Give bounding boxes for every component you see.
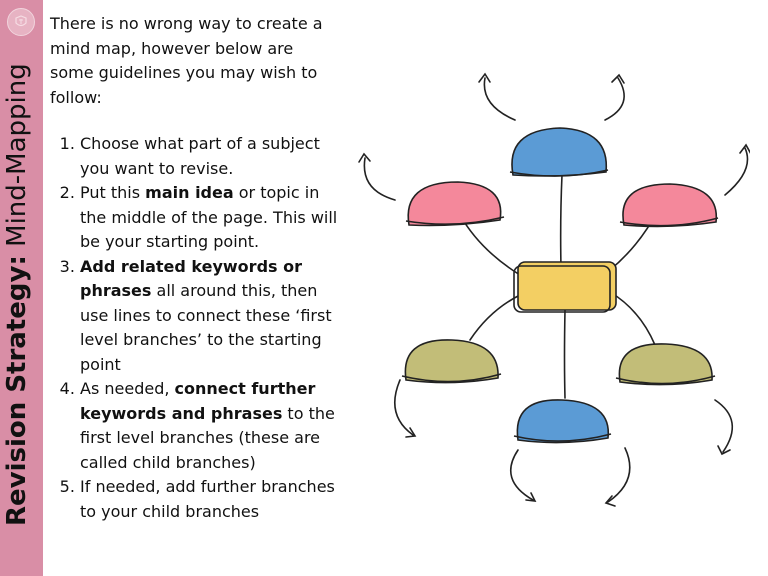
arrow-bottom-right bbox=[607, 447, 631, 503]
guideline-step: Add related keywords or phrases all arou… bbox=[80, 255, 340, 378]
guideline-step: Choose what part of a subject you want t… bbox=[80, 132, 340, 181]
node-lower-left-olive bbox=[404, 339, 499, 384]
node-lower-right-olive bbox=[618, 343, 713, 386]
arrow-bottom-left bbox=[509, 449, 534, 501]
node-upper-right-pink bbox=[622, 183, 718, 228]
guideline-list: Choose what part of a subject you want t… bbox=[50, 132, 340, 524]
arrow-right-lower bbox=[714, 399, 734, 453]
arrow-left-upper bbox=[363, 157, 396, 201]
branch-line-lower-left bbox=[469, 294, 521, 341]
arrow-right-upper bbox=[724, 147, 749, 196]
step-text: Choose what part of a subject you want t… bbox=[80, 134, 320, 178]
intro-text: There is no wrong way to create a mind m… bbox=[50, 14, 323, 107]
step-text: If needed, add further branches to your … bbox=[80, 477, 335, 521]
step-text: As needed, bbox=[80, 379, 175, 398]
school-logo bbox=[7, 8, 35, 36]
mind-map-illustration bbox=[358, 72, 750, 507]
sidebar: Revision Strategy: Mind-Mapping bbox=[0, 0, 43, 576]
step-text-bold: connect further keywords and phrases bbox=[80, 379, 316, 423]
page-title: Revision Strategy: Mind-Mapping bbox=[2, 63, 32, 526]
node-top-blue bbox=[511, 127, 608, 177]
guideline-step: If needed, add further branches to your … bbox=[80, 475, 340, 524]
step-text: all around this, then use lines to conne… bbox=[80, 281, 332, 374]
main-content: There is no wrong way to create a mind m… bbox=[50, 12, 340, 524]
step-text: to the first level branches (these are c… bbox=[80, 403, 335, 472]
branch-line-bottom bbox=[563, 309, 566, 399]
arrow-top-right bbox=[604, 77, 625, 121]
step-text: or topic in the middle of the page. This… bbox=[80, 183, 338, 251]
step-text-bold: main idea bbox=[145, 183, 234, 202]
arrow-top-left bbox=[483, 77, 516, 121]
step-text: Put this bbox=[80, 183, 146, 202]
crest-icon bbox=[15, 15, 27, 27]
node-center-main-idea bbox=[517, 261, 617, 311]
step-text-bold: Add related keywords or phrases bbox=[80, 256, 302, 301]
guideline-step: Put this main idea or topic in the middl… bbox=[80, 181, 340, 255]
arrow-left-lower bbox=[393, 379, 414, 436]
node-bottom-blue bbox=[516, 399, 610, 444]
node-upper-left-pink bbox=[407, 181, 502, 227]
guideline-step: As needed, connect further keywords and … bbox=[80, 377, 340, 475]
branch-line-top bbox=[559, 174, 563, 269]
